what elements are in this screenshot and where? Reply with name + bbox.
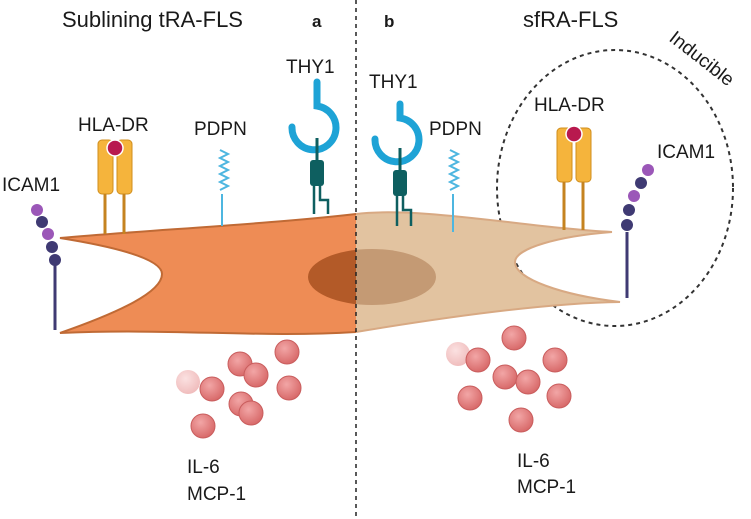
right-icam1	[621, 164, 654, 298]
right-pdpn	[447, 149, 461, 232]
left-cell-body	[59, 212, 356, 335]
cytokine	[492, 364, 518, 390]
right-icam1-label: ICAM1	[657, 142, 715, 163]
cytokine	[274, 339, 300, 365]
thy1-anchor	[312, 186, 330, 214]
cytokine-faint	[176, 370, 200, 394]
hla-dr-ligand	[106, 139, 124, 157]
left-hla-dr-label: HLA-DR	[78, 115, 149, 136]
left-nucleus	[308, 249, 356, 305]
cytokine	[515, 369, 541, 395]
left-pdpn-label: PDPN	[194, 119, 247, 140]
icam1-domain	[635, 177, 647, 189]
panel-letter-a: a	[312, 12, 322, 31]
cytokine	[546, 383, 572, 409]
icam1-domain	[42, 228, 54, 240]
left-cytokines	[176, 339, 302, 439]
right-il6-label: IL-6	[517, 451, 550, 472]
left-thy1-label: THY1	[286, 57, 335, 78]
cytokine	[457, 385, 483, 411]
cytokine	[243, 362, 269, 388]
right-title: sfRA-FLS	[523, 7, 618, 32]
right-thy1-label: THY1	[369, 72, 418, 93]
fibroblast-cell	[59, 211, 621, 335]
right-mcp1-label: MCP-1	[517, 477, 576, 498]
panel-letter-b: b	[384, 12, 394, 31]
right-hla-dr-label: HLA-DR	[534, 95, 605, 116]
icam1-domain	[49, 254, 61, 266]
icam1-domain	[642, 164, 654, 176]
thy1-domain	[310, 160, 324, 186]
right-hla-dr	[556, 125, 592, 230]
thy1-anchor	[395, 196, 413, 226]
inducible-ellipse	[496, 49, 734, 327]
left-il6-label: IL-6	[187, 457, 220, 478]
icam1-domain	[621, 219, 633, 231]
cytokine	[501, 325, 527, 351]
thy1-hook	[288, 78, 340, 154]
left-mcp1-label: MCP-1	[187, 484, 246, 505]
right-pdpn-label: PDPN	[429, 119, 482, 140]
icam1-domain	[31, 204, 43, 216]
cytokine-faint	[446, 342, 470, 366]
left-hla-dr	[97, 139, 133, 234]
cytokine	[508, 407, 534, 433]
cytokine	[542, 347, 568, 373]
left-title: Sublining tRA-FLS	[62, 7, 243, 32]
pdpn-coil	[447, 149, 461, 191]
cytokine	[190, 413, 216, 439]
icam1-domain	[36, 216, 48, 228]
cytokine	[465, 347, 491, 373]
inducible-label: Inducible	[665, 27, 738, 90]
icam1-domain	[628, 190, 640, 202]
right-nucleus	[356, 249, 436, 305]
hla-dr-ligand	[565, 125, 583, 143]
left-thy1	[288, 78, 340, 214]
right-cytokines	[446, 325, 572, 433]
pdpn-coil	[217, 149, 231, 191]
thy1-hook	[371, 100, 423, 166]
left-icam1-label: ICAM1	[2, 175, 60, 196]
right-cell-body	[356, 211, 621, 334]
cytokine	[238, 400, 264, 426]
left-pdpn	[217, 149, 231, 226]
thy1-domain	[393, 170, 407, 196]
right-thy1	[371, 100, 423, 226]
cytokine	[199, 376, 225, 402]
left-icam1	[31, 204, 61, 330]
icam1-domain	[623, 204, 635, 216]
icam1-domain	[46, 241, 58, 253]
cytokine	[276, 375, 302, 401]
